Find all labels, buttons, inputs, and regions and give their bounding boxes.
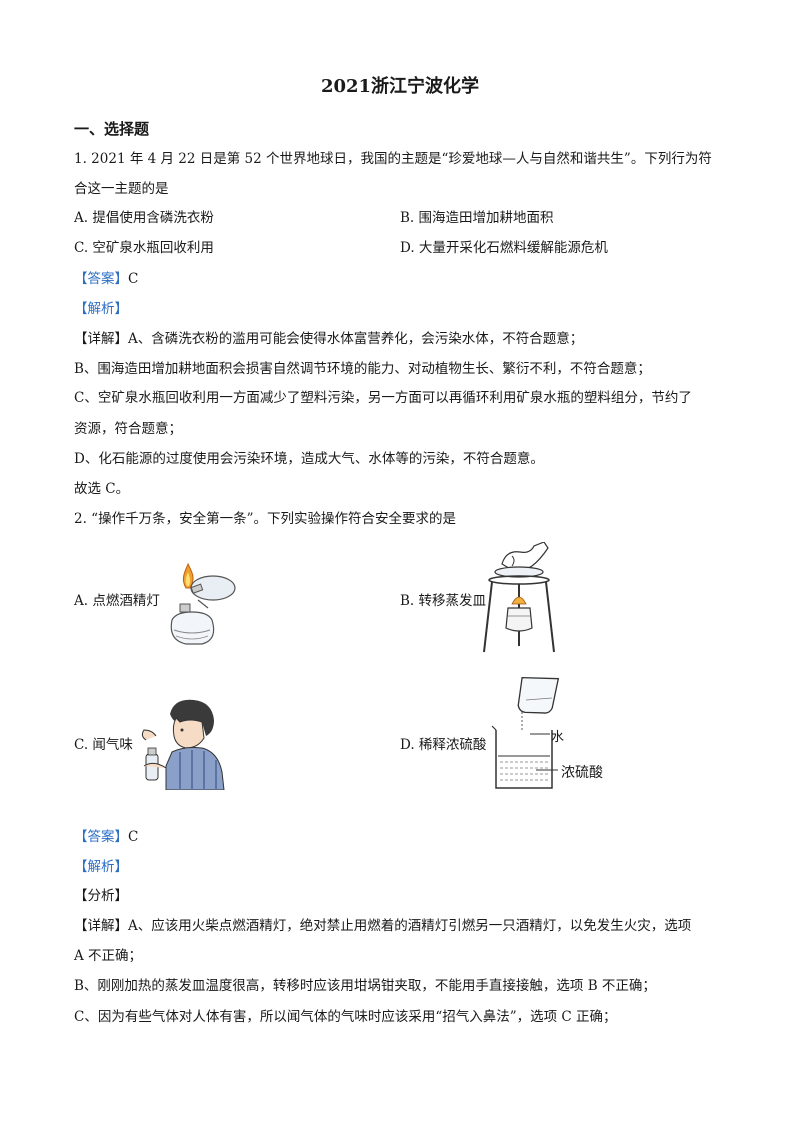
q2-detail-c: C、因为有些气体对人体有害，所以闻气体的气味时应该采用“招气入鼻法”，选项 C … (74, 1009, 617, 1025)
q1-option-b: B. 围海造田增加耕地面积 (400, 210, 554, 226)
q2-answer-value: C (128, 829, 139, 845)
q1-detail-a-text: A、含磷洗衣粉的滥用可能会使得水体富营养化，会污染水体，不符合题意； (128, 331, 584, 347)
figure-lighting-alcohol-lamp (158, 560, 248, 650)
figure-smelling-gas (136, 696, 228, 790)
figure-d-label-water: 水 (551, 730, 565, 745)
q2-answer-tag: 【答案】 (74, 829, 128, 845)
q1-option-a: A. 提倡使用含磷洗衣粉 (74, 210, 214, 226)
q2-detail-a1: 【详解】A、应该用火柴点燃酒精灯，绝对禁止用燃着的酒精灯引燃另一只酒精灯，以免发… (74, 917, 691, 935)
q1-conclusion: 故选 C。 (74, 481, 130, 497)
q1-analysis-tag: 【解析】 (74, 301, 128, 317)
q1-answer-value: C (128, 271, 139, 287)
q2-analysis-tag: 【解析】 (74, 859, 128, 875)
q2-option-b: B. 转移蒸发皿 (400, 593, 487, 609)
page-title: 2021浙江宁波化学 (320, 76, 480, 97)
q1-stem-line2: 合这一主题的是 (74, 181, 169, 197)
q2-detail-a2: A 不正确； (74, 948, 143, 964)
q2-option-d: D. 稀释浓硫酸 (400, 737, 487, 753)
figure-diluting-sulfuric-acid (490, 672, 560, 792)
q2-answer: 【答案】C (74, 828, 138, 846)
q1-detail-tag: 【详解】 (74, 331, 128, 347)
q1-detail-c1: C、空矿泉水瓶回收利用一方面减少了塑料污染，另一方面可以再循环利用矿泉水瓶的塑料… (74, 390, 692, 406)
q1-option-c: C. 空矿泉水瓶回收利用 (74, 240, 214, 256)
q2-option-c: C. 闻气味 (74, 737, 133, 753)
q1-answer: 【答案】C (74, 270, 138, 288)
q2-stem: 2. “操作千万条，安全第一条”。下列实验操作符合安全要求的是 (74, 511, 456, 527)
q1-detail-c2: 资源，符合题意； (74, 421, 182, 437)
q1-answer-tag: 【答案】 (74, 271, 128, 287)
figure-d-label-acid: 浓硫酸 (561, 765, 603, 781)
q1-option-d: D. 大量开采化石燃料缓解能源危机 (400, 240, 608, 256)
q1-stem-line1: 1. 2021 年 4 月 22 日是第 52 个世界地球日，我国的主题是“珍爱… (74, 151, 712, 167)
q1-detail-d: D、化石能源的过度使用会污染环境，造成大气、水体等的污染，不符合题意。 (74, 451, 544, 467)
figure-transfer-evaporating-dish (482, 542, 556, 654)
section-title: 一、选择题 (74, 120, 150, 138)
q2-detail-b: B、刚刚加热的蒸发皿温度很高，转移时应该用坩埚钳夹取，不能用手直接接触，选项 B… (74, 978, 656, 994)
q2-detail-a1-text: A、应该用火柴点燃酒精灯，绝对禁止用燃着的酒精灯引燃另一只酒精灯，以免发生火灾，… (128, 918, 692, 934)
q2-detail-tag: 【详解】 (74, 918, 128, 934)
q1-detail-b: B、围海造田增加耕地面积会损害自然调节环境的能力、对动植物生长、繁衍不利，不符合… (74, 361, 651, 377)
q1-detail-a: 【详解】A、含磷洗衣粉的滥用可能会使得水体富营养化，会污染水体，不符合题意； (74, 330, 583, 348)
q2-option-a: A. 点燃酒精灯 (74, 593, 160, 609)
q2-breakdown-tag: 【分析】 (74, 888, 128, 904)
